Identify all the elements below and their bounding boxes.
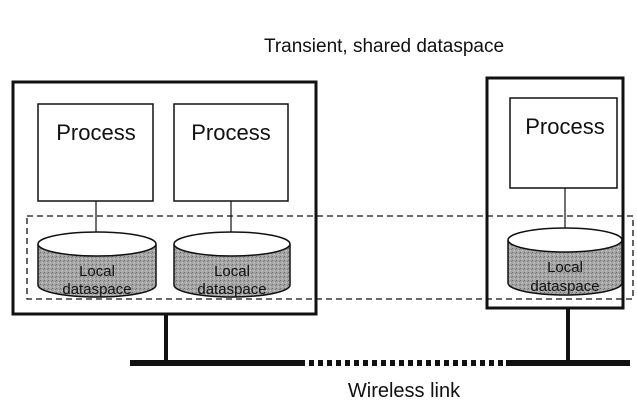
process-box-1 — [37, 103, 154, 202]
dataspace-label-2a: Local — [214, 263, 250, 280]
diagram-title: Transient, shared dataspace — [264, 36, 504, 57]
dataspace-cylinder-2 — [173, 231, 291, 298]
shared-dataspace-boundary — [26, 215, 634, 300]
process-label-2: Process — [191, 120, 270, 145]
dataspace-label-3b: dataspace — [530, 278, 599, 295]
dataspace-cylinder-3 — [507, 227, 623, 296]
dataspace-label-1a: Local — [79, 263, 115, 280]
process-label-1: Process — [56, 120, 135, 145]
dataspace-label-2b: dataspace — [197, 281, 266, 298]
process-box-3 — [509, 97, 618, 189]
host-2-frame — [485, 76, 625, 310]
wireless-link-label: Wireless link — [348, 380, 461, 402]
dataspace-cylinder-1 — [37, 231, 157, 298]
process-box-2 — [173, 103, 289, 202]
dataspace-label-3a: Local — [547, 259, 583, 276]
dataspace-label-1b: dataspace — [62, 281, 131, 298]
process-label-3: Process — [525, 114, 604, 139]
